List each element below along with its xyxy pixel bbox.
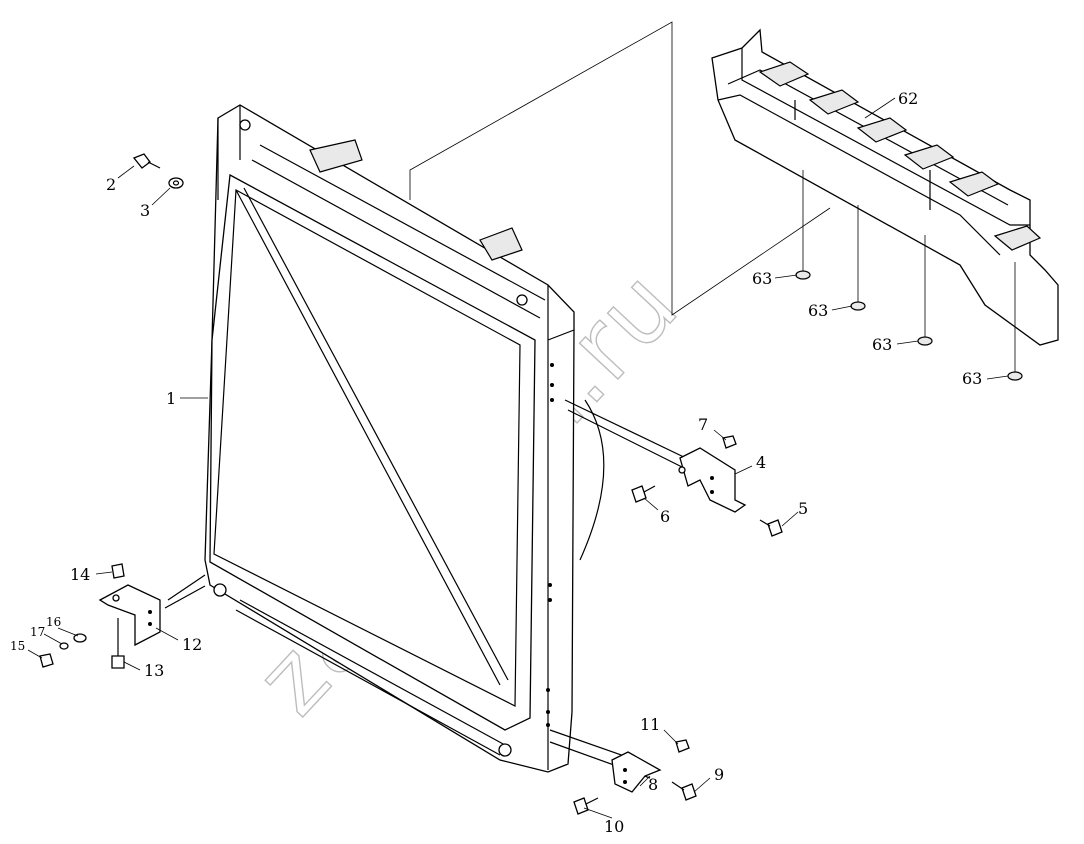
callout-17: 17 (30, 625, 45, 639)
callout-16: 16 (46, 615, 61, 629)
lower-left-bracket-12 (98, 574, 206, 647)
callout-15: 15 (10, 639, 25, 653)
frame-bolt-holes (546, 363, 554, 727)
callout-4: 4 (756, 453, 766, 472)
callout-10: 10 (604, 817, 624, 836)
washer-3 (168, 177, 184, 189)
fasteners (39, 153, 1023, 815)
washer-63c (917, 336, 933, 346)
washer-63d (1007, 371, 1023, 381)
callout-7: 7 (698, 415, 708, 434)
washer-63b (850, 301, 866, 311)
bolt-6 (631, 485, 656, 503)
callout-labels: 1 2 3 4 5 6 7 8 9 10 11 12 13 14 15 16 1… (10, 89, 982, 836)
callout-12: 12 (182, 635, 202, 654)
bolt-13 (111, 618, 125, 669)
callout-8: 8 (648, 775, 658, 794)
nut-11 (675, 739, 690, 753)
projection-lines (409, 21, 831, 316)
nut-7 (722, 435, 737, 449)
nut-14 (111, 563, 125, 579)
callout-63a: 63 (752, 269, 772, 288)
callout-13: 13 (144, 661, 164, 680)
bolt-9 (671, 781, 697, 801)
callout-63c: 63 (872, 335, 892, 354)
callout-9: 9 (714, 765, 724, 784)
callout-2: 2 (106, 175, 116, 194)
callout-3: 3 (140, 201, 150, 220)
callout-11: 11 (640, 715, 660, 734)
washer-63a (795, 270, 811, 280)
bolt-5 (759, 519, 783, 537)
callout-63b: 63 (808, 301, 828, 320)
fan-shroud-62 (711, 28, 1059, 346)
bolt-10 (573, 797, 599, 815)
nut-15 (39, 653, 54, 668)
bolt-2 (132, 153, 161, 169)
washer-17 (59, 642, 69, 650)
leader-lines (27, 97, 1016, 819)
callout-63d: 63 (962, 369, 982, 388)
projection-line-top (409, 21, 831, 316)
callout-6: 6 (660, 507, 670, 526)
callout-1: 1 (166, 389, 176, 408)
callout-14: 14 (70, 565, 90, 584)
callout-5: 5 (798, 499, 808, 518)
upper-bracket-4 (564, 399, 747, 513)
callout-62: 62 (898, 89, 918, 108)
lower-bracket-8 (549, 729, 662, 793)
shroud-cutouts (758, 61, 1042, 251)
radiator-assembly-1 (204, 104, 605, 773)
